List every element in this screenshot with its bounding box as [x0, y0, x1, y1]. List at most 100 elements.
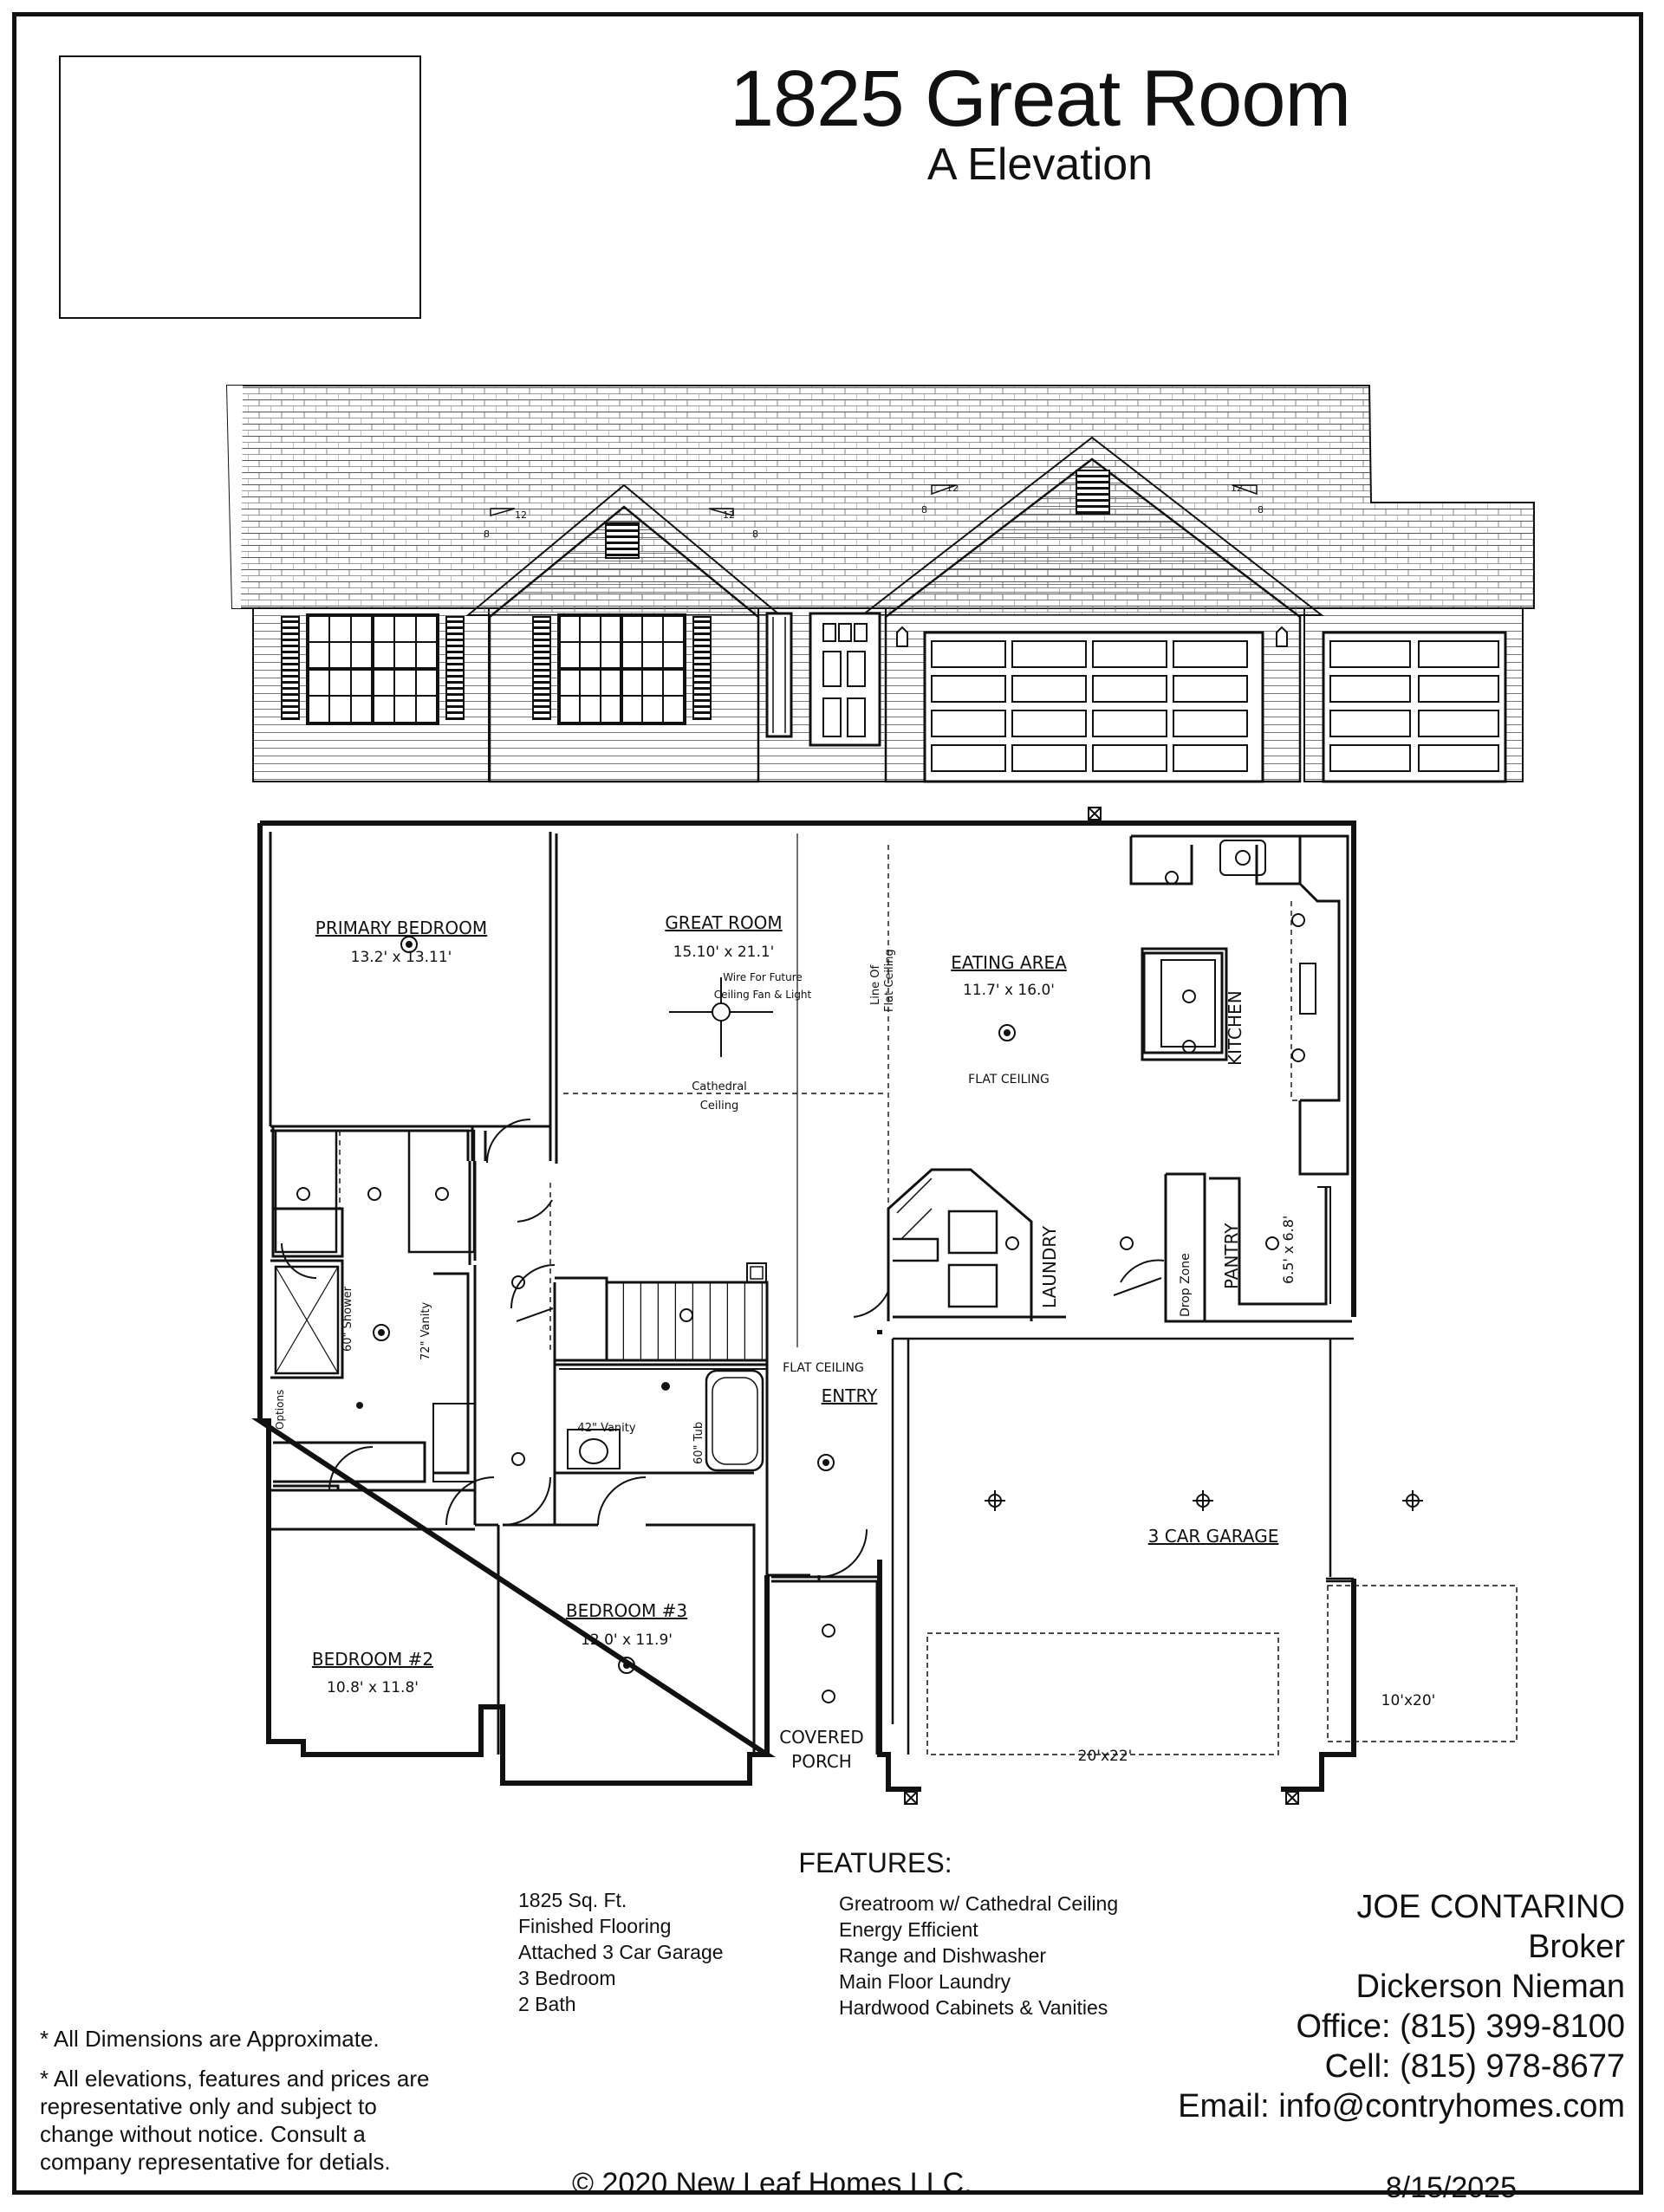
contact-name: JOE CONTARINO	[1356, 1889, 1625, 1925]
features-list-1: 1825 Sq. Ft. Finished Flooring Attached …	[518, 1887, 724, 2017]
pitch-symbols	[490, 484, 1258, 516]
features-list-2: Greatroom w/ Cathedral Ceiling Energy Ef…	[839, 1891, 1118, 2021]
fan-note-1: Wire For Future	[723, 971, 803, 983]
pitch-label: 12	[723, 509, 735, 521]
options-note: Options	[274, 1390, 286, 1430]
wall-lights	[896, 626, 1288, 647]
sheet-border	[12, 12, 1643, 2195]
room-name-pantry: PANTRY	[1221, 1223, 1242, 1289]
pitch-label: 12	[1231, 483, 1243, 494]
fan-note-2: Ceiling Fan & Light	[714, 989, 812, 1001]
kitchen-island	[1141, 947, 1228, 1061]
contact-office-phone: Office: (815) 399-8100	[1296, 2008, 1625, 2045]
exterior-markers	[904, 807, 1299, 1805]
garage-door-plan-double	[926, 1632, 1279, 1755]
pitch-label: 8	[1258, 504, 1264, 516]
room-labels: PRIMARY BEDROOM 13.2' x 13.11' GREAT ROO…	[274, 912, 1435, 1772]
room-size-pantry: 6.5' x 6.8'	[1280, 1216, 1297, 1284]
page-title: 1825 Great Room	[729, 55, 1351, 143]
drop-zone-note: Drop Zone	[1179, 1253, 1193, 1317]
feature-item: Main Floor Laundry	[839, 1970, 1011, 1993]
interior-walls	[269, 832, 1352, 1755]
features-title: FEATURES:	[798, 1847, 952, 1878]
tub-note: 60" Tub	[692, 1422, 705, 1464]
garage-door-plan-single	[1327, 1585, 1518, 1742]
left-window	[281, 613, 465, 725]
pitch-label: 8	[921, 504, 927, 516]
disclaimer-line: change without notice. Consult a	[40, 2121, 366, 2147]
contact-company: Dickerson Nieman	[1355, 1969, 1625, 2005]
feature-item: Attached 3 Car Garage	[518, 1941, 724, 1963]
room-name-garage: 3 CAR GARAGE	[1148, 1526, 1279, 1547]
disclaimer-line: * All elevations, features and prices ar…	[40, 2066, 430, 2092]
center-window	[532, 613, 712, 725]
vanity-72-note: 72" Vanity	[419, 1302, 432, 1360]
feature-item: Energy Efficient	[839, 1918, 978, 1941]
disclaimer-line: company representative for detials.	[40, 2149, 391, 2175]
room-name-bedroom-3: BEDROOM #3	[566, 1600, 687, 1621]
left-roof-extension	[227, 386, 243, 608]
main-roof	[225, 385, 1535, 609]
ceiling-fixtures	[296, 871, 1423, 1703]
feature-item: Hardwood Cabinets & Vanities	[839, 1996, 1108, 2019]
room-name-entry: ENTRY	[822, 1385, 878, 1406]
pitch-label: 12	[946, 483, 959, 494]
disclaimer-representative: * All elevations, features and prices ar…	[40, 2065, 429, 2176]
pitch-label: 12	[515, 509, 527, 521]
front-door	[809, 612, 881, 747]
cathedral-note-1: Cathedral	[692, 1080, 747, 1093]
door-swings	[281, 1119, 1165, 1578]
floor-plan	[250, 807, 1518, 1805]
line-of-note-1: Line Of	[869, 965, 882, 1005]
vanity-42-note: 42" Vanity	[577, 1422, 635, 1435]
shower-note: 60" Shower	[341, 1286, 354, 1352]
contact-email: Email: info@contryhomes.com	[1178, 2088, 1625, 2124]
garage-door-size-single: 10'x20'	[1381, 1692, 1436, 1709]
cathedral-note-2: Ceiling	[700, 1100, 738, 1112]
contact-role: Broker	[1528, 1929, 1625, 1965]
room-size-bedroom-3: 12.0' x 11.9'	[581, 1631, 673, 1649]
room-size-great-room: 15.10' x 21.1'	[673, 944, 775, 961]
entry-flat-ceiling-note: FLAT CEILING	[783, 1361, 864, 1375]
room-size-bedroom-2: 10.8' x 11.8'	[327, 1679, 419, 1696]
left-gable-vent	[605, 522, 640, 559]
line-of-note-2: Flat Ceiling	[883, 949, 896, 1012]
front-elevation: 12 8 12 8 12 8 12 8	[225, 385, 1535, 783]
feature-item: Greatroom w/ Cathedral Ceiling	[839, 1892, 1119, 1915]
flat-ceiling-note: FLAT CEILING	[968, 1073, 1050, 1087]
room-name-kitchen: KITCHEN	[1225, 990, 1245, 1066]
room-name-eating-area: EATING AREA	[951, 952, 1067, 973]
room-size-primary-bedroom: 13.2' x 13.11'	[351, 949, 452, 966]
room-size-eating-area: 11.7' x 16.0'	[963, 982, 1055, 999]
logo-placeholder	[59, 55, 421, 319]
room-name-bedroom-2: BEDROOM #2	[312, 1649, 433, 1670]
disclaimer-line: representative only and subject to	[40, 2093, 377, 2119]
pitch-label: 8	[752, 529, 758, 540]
garage-door-single	[1322, 631, 1507, 783]
contact-cell-phone: Cell: (815) 978-8677	[1324, 2048, 1625, 2085]
exterior-walls	[250, 821, 1356, 1792]
room-name-primary-bedroom: PRIMARY BEDROOM	[315, 918, 487, 938]
room-name-great-room: GREAT ROOM	[665, 912, 782, 933]
page-subtitle: A Elevation	[926, 139, 1154, 190]
feature-item: 3 Bedroom	[518, 1967, 616, 1989]
garage-door-double	[923, 631, 1264, 783]
contact-block: JOE CONTARINO Broker Dickerson Nieman Of…	[1018, 1887, 1625, 2126]
copyright: © 2020 New Leaf Homes LLC.	[572, 2167, 972, 2200]
right-gable-vent	[1076, 470, 1110, 515]
feature-item: 2 Bath	[518, 1993, 576, 2015]
porch-label-2: PORCH	[791, 1751, 852, 1772]
porch-label-1: COVERED	[779, 1727, 864, 1748]
ceiling-lines	[339, 834, 1304, 1352]
feature-item: Range and Dishwasher	[839, 1944, 1047, 1967]
document-date: 8/15/2025	[1385, 2171, 1517, 2204]
feature-item: 1825 Sq. Ft.	[518, 1889, 627, 1911]
feature-item: Finished Flooring	[518, 1915, 672, 1937]
disclaimer-dimensions: * All Dimensions are Approximate.	[40, 2026, 380, 2052]
room-name-laundry: LAUNDRY	[1039, 1225, 1060, 1308]
pitch-label: 8	[484, 529, 490, 540]
sidelight	[765, 612, 793, 738]
garage-door-size-double: 20'x22'	[1078, 1748, 1133, 1765]
ceiling-fan	[669, 977, 773, 1057]
